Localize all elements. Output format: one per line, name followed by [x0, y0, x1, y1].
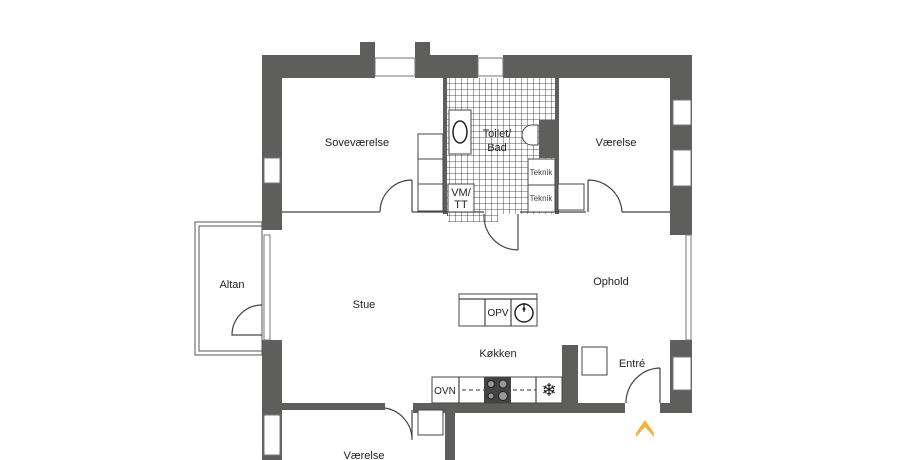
fixture-label-vm: VM/ [451, 187, 472, 199]
fridge-snowflake-icon: ❄ [541, 380, 556, 400]
bathroom-threshold [448, 214, 498, 222]
doors [379, 179, 661, 441]
room-label-sovevaerelse: Soveværelse [325, 137, 389, 149]
room-label-altan: Altan [219, 279, 244, 291]
room-label-vaerelse-bottom: Værelse [344, 450, 385, 460]
fixture-label-tt: TT [454, 199, 468, 211]
entrance-arrow-icon [636, 420, 654, 437]
sink-icon [452, 120, 468, 144]
bathroom-fixtures [447, 109, 556, 213]
room-label-bad: Bad [487, 142, 507, 154]
room-label-toilet: Toilet/ [483, 128, 513, 140]
windows [263, 57, 692, 456]
room-label-kokken: Køkken [479, 348, 516, 360]
fixture-label-teknik: Teknik [530, 194, 554, 203]
balcony [194, 221, 263, 356]
fixture-label-opv: OPV [487, 308, 508, 319]
wardrobes [417, 133, 608, 436]
room-label-stue: Stue [353, 299, 376, 311]
fixture-label-teknik: Teknik [530, 168, 554, 177]
room-label-ophold: Ophold [593, 276, 628, 288]
toilet-icon [521, 124, 539, 146]
kitchen-island [458, 293, 538, 327]
room-label-vaerelse-top: Værelse [596, 137, 637, 149]
fixture-label-ovn: OVN [434, 386, 456, 397]
cooktop-icon [484, 377, 511, 403]
kitchen-counter: ❄ [431, 376, 563, 404]
room-label-entre: Entré [619, 358, 645, 370]
